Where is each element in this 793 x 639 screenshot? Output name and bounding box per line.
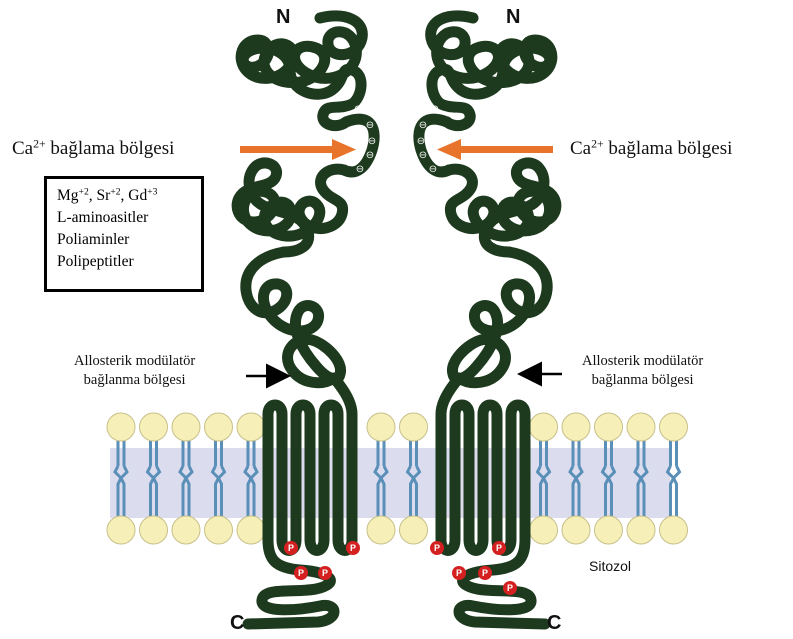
ca-binding-label-right: Ca2+ bağlama bölgesi bbox=[570, 138, 732, 160]
phospho-site-right-1: P bbox=[430, 541, 444, 555]
seven-tm-domain-left bbox=[268, 378, 352, 551]
seven-tm-domain-right bbox=[441, 378, 525, 551]
phospho-site-left-2: P bbox=[346, 541, 360, 555]
ligand-amino-acids: L-aminoasitler bbox=[57, 207, 191, 229]
ca-arrow-right bbox=[437, 139, 553, 160]
phospho-site-right-5: P bbox=[503, 581, 517, 595]
acidic-residue: ⊖ bbox=[368, 136, 376, 147]
svg-text:P: P bbox=[496, 543, 502, 553]
phospho-site-right-2: P bbox=[492, 541, 506, 555]
svg-text:P: P bbox=[434, 543, 440, 553]
acidic-residue: ⊖ bbox=[429, 164, 437, 175]
ligand-polyamines: Poliaminler bbox=[57, 229, 191, 251]
acidic-residue: ⊖ bbox=[419, 120, 427, 131]
acidic-residue: ⊖ bbox=[354, 104, 362, 115]
cytosol-label: Sitozol bbox=[589, 558, 631, 574]
n-terminus-label-right: N bbox=[506, 6, 520, 29]
ligand-ions: Mg+2, Sr+2, Gd+3 bbox=[57, 185, 191, 207]
phospho-site-right-4: P bbox=[478, 566, 492, 580]
allosteric-site-label-right: Allosterik modülatör bağlanma bölgesi bbox=[582, 352, 703, 390]
acidic-residue: ⊖ bbox=[417, 136, 425, 147]
allosteric-site-label-left: Allosterik modülatör bağlanma bölgesi bbox=[74, 352, 195, 390]
phospho-site-left-4: P bbox=[318, 566, 332, 580]
svg-text:P: P bbox=[288, 543, 294, 553]
c-terminus-label-right: C bbox=[547, 612, 561, 635]
vft-lobe2-right bbox=[449, 163, 556, 252]
vft-lobe1-left bbox=[241, 16, 362, 126]
phospho-site-left-1: P bbox=[284, 541, 298, 555]
acidic-residue: ⊖ bbox=[356, 164, 364, 175]
ca-binding-label-left: Ca2+ bağlama bölgesi bbox=[12, 138, 174, 160]
svg-text:P: P bbox=[350, 543, 356, 553]
svg-text:P: P bbox=[507, 583, 513, 593]
n-terminus-label-left: N bbox=[276, 6, 290, 29]
acidic-residue: ⊖ bbox=[419, 150, 427, 161]
svg-text:P: P bbox=[482, 568, 488, 578]
cysteine-rich-domain-left bbox=[246, 252, 341, 383]
phospho-site-left-3: P bbox=[294, 566, 308, 580]
svg-text:P: P bbox=[322, 568, 328, 578]
acidic-residue: ⊖ bbox=[431, 104, 439, 115]
svg-text:P: P bbox=[456, 568, 462, 578]
vft-lobe1-right bbox=[431, 16, 552, 126]
acidic-residue: ⊖ bbox=[366, 120, 374, 131]
membrane-band bbox=[110, 448, 670, 518]
ligand-polypeptides: Polipeptitler bbox=[57, 251, 191, 273]
acidic-residue: ⊖ bbox=[366, 150, 374, 161]
cysteine-rich-domain-right bbox=[452, 252, 547, 383]
vft-lobe2-left bbox=[237, 163, 344, 252]
phospho-site-right-3: P bbox=[452, 566, 466, 580]
c-terminus-label-left: C bbox=[230, 612, 244, 635]
ca-arrow-left bbox=[240, 139, 356, 160]
svg-text:P: P bbox=[298, 568, 304, 578]
ligand-list-box: Mg+2, Sr+2, Gd+3 L-aminoasitler Poliamin… bbox=[44, 176, 204, 292]
